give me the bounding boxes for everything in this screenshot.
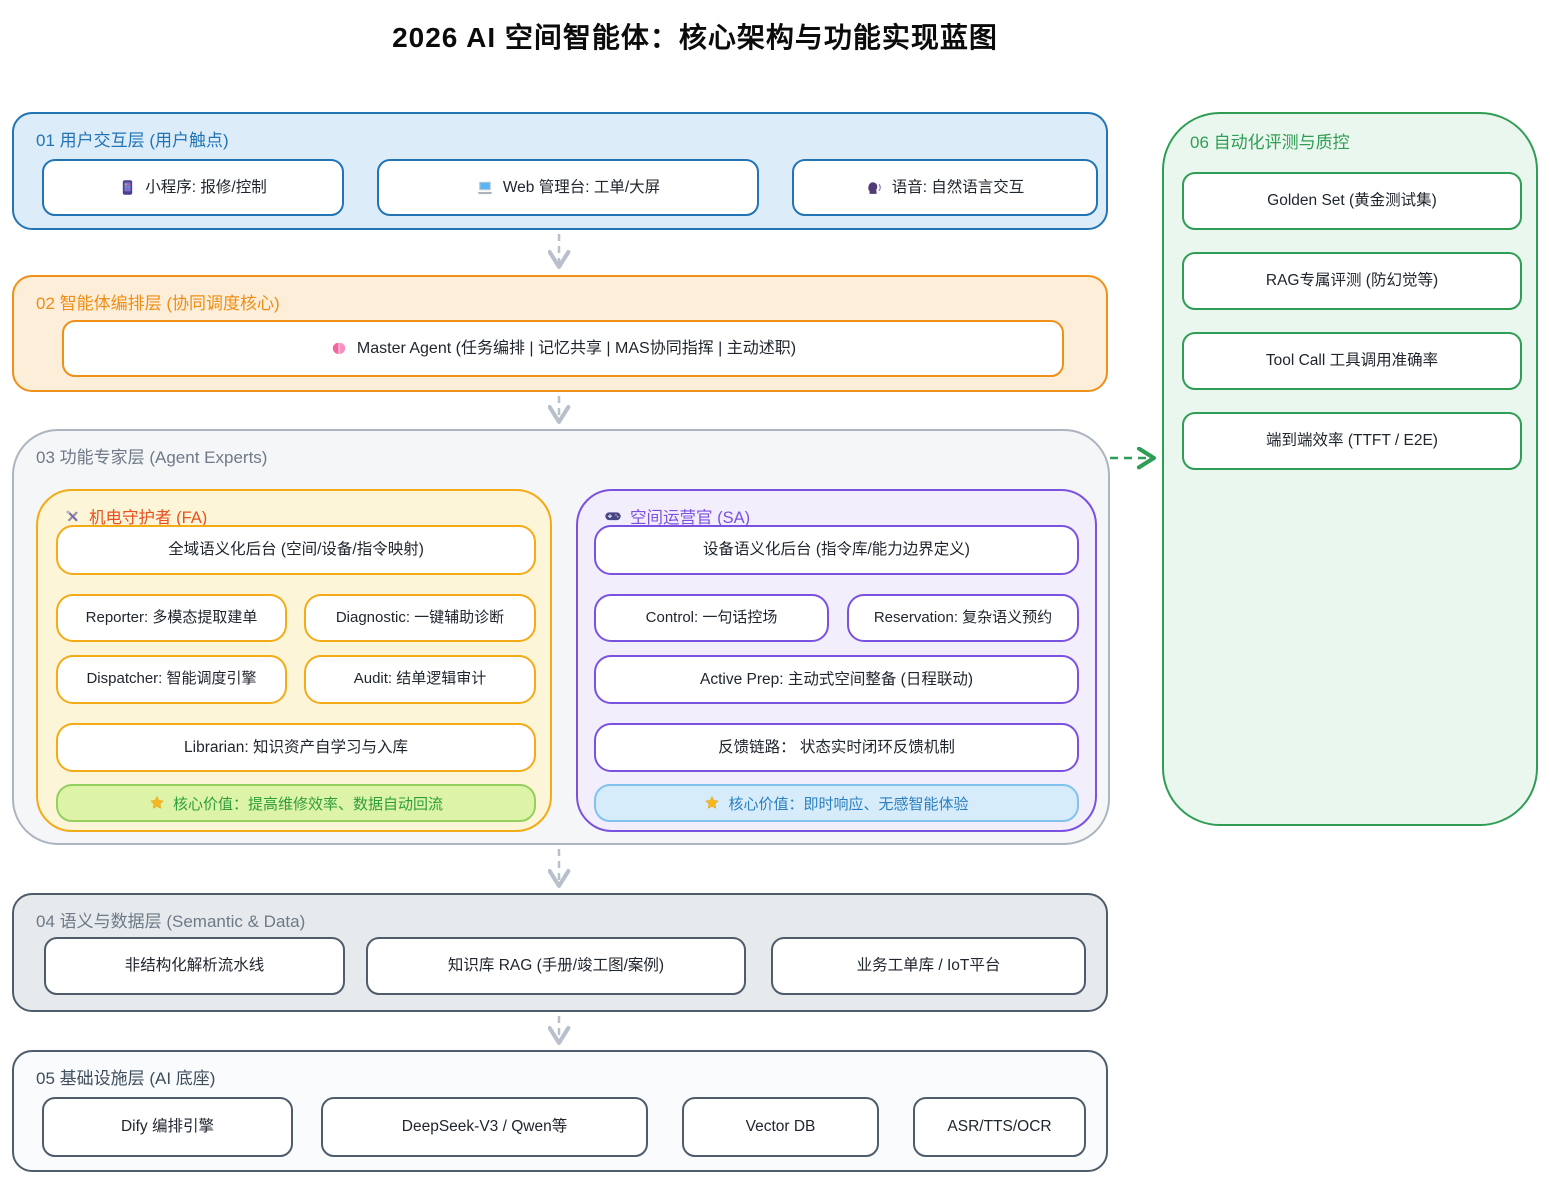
node-rag-eval: RAG专属评测 (防幻觉等) [1182, 252, 1522, 310]
node-label: RAG专属评测 (防幻觉等) [1265, 272, 1439, 290]
star-icon [149, 795, 165, 811]
layer-agent-experts: 03 功能专家层 (Agent Experts) 机电守护者 (FA) 全域语义… [12, 429, 1110, 845]
sa-title-row: 空间运营官 (SA) [604, 504, 750, 528]
node-label: 全域语义化后台 (空间/设备/指令映射) [168, 541, 424, 559]
node-label: Web 管理台: 工单/大屏 [502, 178, 661, 196]
node-ticket-iot: 业务工单库 / IoT平台 [771, 937, 1086, 995]
node-label: Tool Call 工具调用准确率 [1265, 352, 1439, 370]
node-fa-backend: 全域语义化后台 (空间/设备/指令映射) [56, 525, 536, 575]
brain-icon [330, 340, 348, 358]
node-master-agent: Master Agent (任务编排 | 记忆共享 | MAS协同指挥 | 主动… [62, 320, 1064, 377]
node-label: Vector DB [745, 1118, 816, 1136]
game-controller-icon [604, 507, 622, 525]
node-unstructured-pipeline: 非结构化解析流水线 [44, 937, 345, 995]
node-label: 非结构化解析流水线 [124, 957, 265, 975]
layer-title: 03 功能专家层 (Agent Experts) [36, 448, 268, 467]
node-label: 反馈链路： 状态实时闭环反馈机制 [718, 738, 955, 756]
node-sa-control: Control: 一句话控场 [594, 594, 829, 642]
node-label: 语音: 自然语言交互 [891, 178, 1025, 196]
core-value-label: 核心价值：即时响应、无感智能体验 [728, 795, 969, 813]
layer-title: 06 自动化评测与质控 [1190, 133, 1350, 152]
node-sa-backend: 设备语义化后台 (指令库/能力边界定义) [594, 525, 1079, 575]
node-web-console: Web 管理台: 工单/大屏 [377, 159, 759, 216]
node-label: Golden Set (黄金测试集) [1267, 192, 1437, 210]
sa-title: 空间运营官 (SA) [630, 509, 751, 527]
layer-title: 01 用户交互层 (用户触点) [36, 131, 229, 150]
layer-orchestration: 02 智能体编排层 (协同调度核心) Master Agent (任务编排 | … [12, 275, 1108, 392]
diagram-title: 2026 AI 空间智能体：核心架构与功能实现蓝图 [392, 22, 998, 53]
node-e2e-efficiency: 端到端效率 (TTFT / E2E) [1182, 412, 1522, 470]
sa-expert-box: 空间运营官 (SA) 设备语义化后台 (指令库/能力边界定义) Control:… [576, 489, 1097, 832]
star-icon [704, 795, 720, 811]
node-sa-active-prep: Active Prep: 主动式空间整备 (日程联动) [594, 655, 1079, 704]
layer-semantic-data: 04 语义与数据层 (Semantic & Data) 非结构化解析流水线 知识… [12, 893, 1108, 1012]
node-label: 小程序: 报修/控制 [145, 178, 267, 196]
node-miniprogram: 小程序: 报修/控制 [42, 159, 344, 216]
node-label: ASR/TTS/OCR [947, 1118, 1052, 1136]
node-label: Dispatcher: 智能调度引擎 [86, 670, 257, 688]
node-golden-set: Golden Set (黄金测试集) [1182, 172, 1522, 230]
node-knowledge-rag: 知识库 RAG (手册/竣工图/案例) [366, 937, 746, 995]
node-label: DeepSeek-V3 / Qwen等 [401, 1118, 568, 1136]
node-llm-models: DeepSeek-V3 / Qwen等 [321, 1097, 648, 1157]
fa-expert-box: 机电守护者 (FA) 全域语义化后台 (空间/设备/指令映射) Reporter… [36, 489, 552, 832]
layer-evaluation-qa: 06 自动化评测与质控 Golden Set (黄金测试集) RAG专属评测 (… [1162, 112, 1538, 826]
node-vector-db: Vector DB [682, 1097, 879, 1157]
node-label: Librarian: 知识资产自学习与入库 [184, 738, 408, 756]
node-label: 业务工单库 / IoT平台 [856, 957, 1001, 975]
node-fa-librarian: Librarian: 知识资产自学习与入库 [56, 723, 536, 772]
node-dify-engine: Dify 编排引擎 [42, 1097, 293, 1157]
node-fa-dispatcher: Dispatcher: 智能调度引擎 [56, 655, 287, 704]
node-label: 知识库 RAG (手册/竣工图/案例) [447, 957, 665, 975]
fa-title-row: 机电守护者 (FA) [64, 504, 207, 528]
node-label: Reporter: 多模态提取建单 [85, 608, 258, 626]
fa-core-value: 核心价值：提高维修效率、数据自动回流 [56, 784, 536, 822]
node-tool-call-accuracy: Tool Call 工具调用准确率 [1182, 332, 1522, 390]
hammer-wrench-icon [64, 508, 81, 525]
laptop-icon [476, 179, 494, 197]
node-fa-diagnostic: Diagnostic: 一键辅助诊断 [304, 594, 536, 642]
node-label: Reservation: 复杂语义预约 [873, 608, 1053, 626]
node-label: 端到端效率 (TTFT / E2E) [1266, 432, 1438, 450]
layer-user-interaction: 01 用户交互层 (用户触点) 小程序: 报修/控制 Web 管理台: 工单/大… [12, 112, 1108, 230]
node-label: Control: 一句话控场 [645, 608, 778, 626]
layer-title: 02 智能体编排层 (协同调度核心) [36, 294, 280, 313]
node-sa-reservation: Reservation: 复杂语义预约 [847, 594, 1079, 642]
speaking-head-icon [866, 179, 883, 196]
node-label: Audit: 结单逻辑审计 [353, 670, 487, 688]
layer-infrastructure: 05 基础设施层 (AI 底座) Dify 编排引擎 DeepSeek-V3 /… [12, 1050, 1108, 1172]
sa-core-value: 核心价值：即时响应、无感智能体验 [594, 784, 1079, 822]
fa-title: 机电守护者 (FA) [89, 509, 208, 527]
node-label: Master Agent (任务编排 | 记忆共享 | MAS协同指挥 | 主动… [356, 339, 797, 357]
layer-title: 05 基础设施层 (AI 底座) [36, 1069, 216, 1088]
node-label: Active Prep: 主动式空间整备 (日程联动) [700, 670, 973, 688]
node-label: Dify 编排引擎 [120, 1118, 214, 1136]
layer-title: 04 语义与数据层 (Semantic & Data) [36, 912, 306, 931]
mobile-phone-icon [119, 179, 136, 196]
node-fa-reporter: Reporter: 多模态提取建单 [56, 594, 287, 642]
node-fa-audit: Audit: 结单逻辑审计 [304, 655, 536, 704]
core-value-label: 核心价值：提高维修效率、数据自动回流 [172, 795, 443, 813]
node-sa-feedback: 反馈链路： 状态实时闭环反馈机制 [594, 723, 1079, 772]
node-voice: 语音: 自然语言交互 [792, 159, 1098, 216]
node-label: 设备语义化后台 (指令库/能力边界定义) [703, 541, 970, 559]
node-asr-tts-ocr: ASR/TTS/OCR [913, 1097, 1086, 1157]
node-label: Diagnostic: 一键辅助诊断 [335, 608, 505, 626]
